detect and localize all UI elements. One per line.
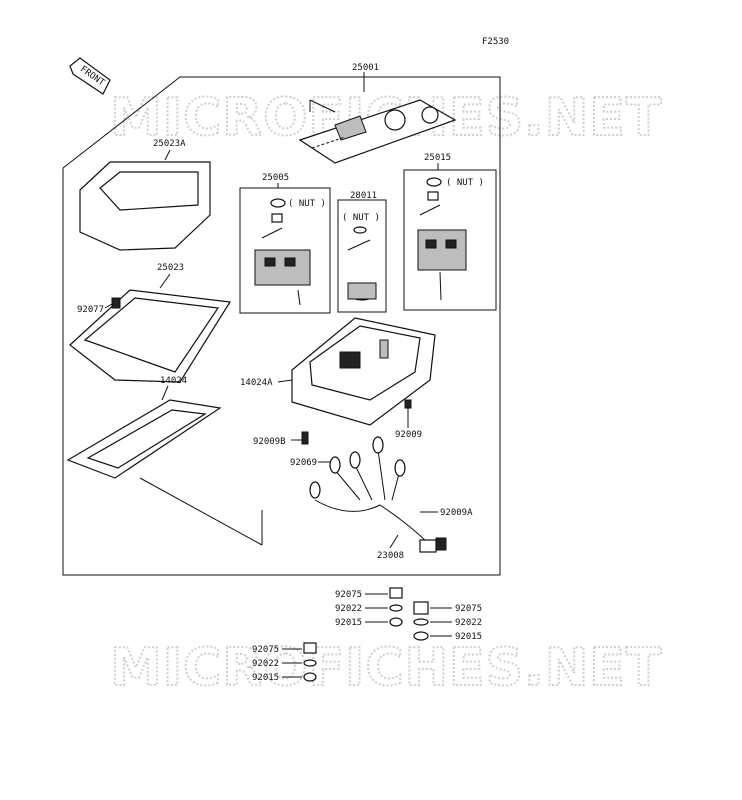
tachometer-unit-25005 [254,249,311,306]
label-25001: 25001 [352,63,379,73]
label-92015-b: 92015 [455,632,482,642]
watermark-bottom: MICROFICHES.NET [110,638,662,698]
washer-92022-b [413,618,429,626]
label-23008: 23008 [377,551,404,561]
meter-face-panel [298,99,457,164]
speedometer-unit-25015 [417,229,467,301]
box-25015 [403,169,497,311]
nut-label-25005: ( NUT ) [288,199,326,209]
label-25015: 25015 [424,153,451,163]
label-92009: 92009 [395,430,422,440]
washer-92022-c [303,659,317,667]
figure-code: F2530 [482,37,509,47]
washer-92022-a [389,604,403,612]
label-92075-c: 92075 [252,645,279,655]
label-92077: 92077 [77,305,104,315]
gauge-28011 [347,282,377,301]
meter-case-14024A [291,317,436,426]
grommet-92075-b [413,601,429,615]
label-25005: 25005 [262,173,289,183]
label-92075-a: 92075 [335,590,362,600]
label-92069: 92069 [290,458,317,468]
label-92015-c: 92015 [252,673,279,683]
front-arrow-icon: FRONT [69,57,111,95]
wiring-harness-23008 [309,436,447,553]
label-92009B: 92009B [253,437,286,447]
label-14024A: 14024A [240,378,273,388]
nut-label-25015: ( NUT ) [446,178,484,188]
box-25005 [239,187,331,314]
assembly-outline [62,76,501,576]
label-92009A: 92009A [440,508,473,518]
label-92022-c: 92022 [252,659,279,669]
gasket-14024 [66,399,222,479]
box-28011 [337,199,387,313]
label-25023A: 25023A [153,139,186,149]
screw-92077 [111,297,121,309]
nut-label-28011: ( NUT ) [342,213,380,223]
nut-92015-c [303,672,317,682]
label-92022-b: 92022 [455,618,482,628]
label-25023: 25023 [157,263,184,273]
label-92075-b: 92075 [455,604,482,614]
label-92022-a: 92022 [335,604,362,614]
meter-cover-25023A [79,161,211,251]
grommet-92075-a [389,587,403,599]
grommet-92075-c [303,642,317,654]
label-28011: 28011 [350,191,377,201]
label-14024: 14024 [160,376,187,386]
meter-lens-25023 [69,289,232,383]
label-92015-a: 92015 [335,618,362,628]
nut-92015-a [389,617,403,627]
nut-92015-b [413,631,429,641]
